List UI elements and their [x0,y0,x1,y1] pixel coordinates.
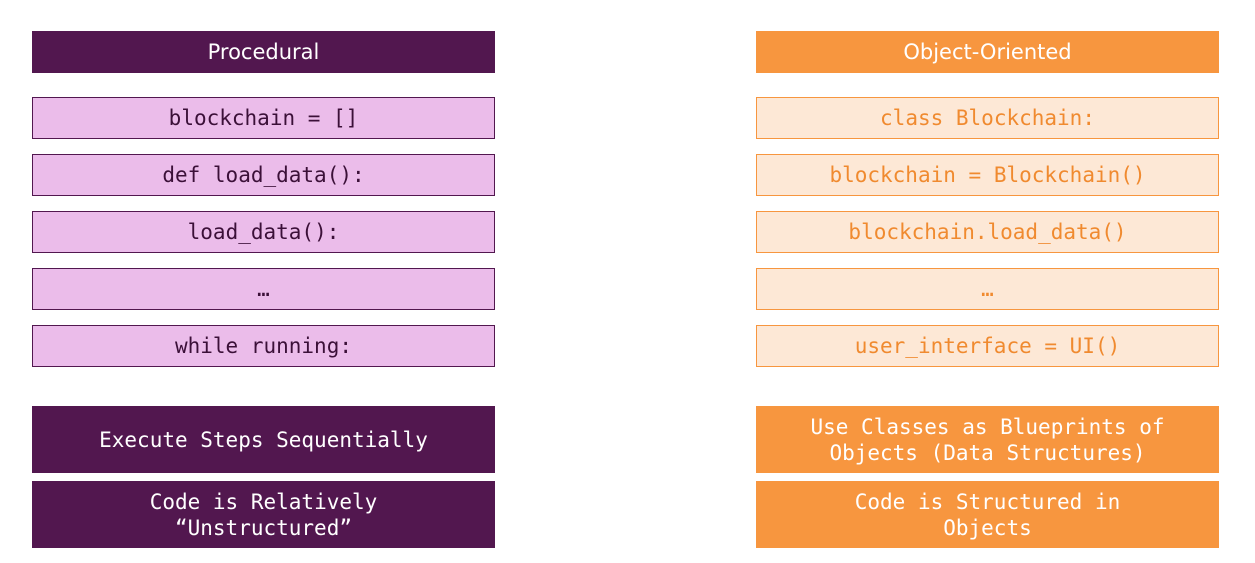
object-oriented-header: Object-Oriented [756,31,1219,73]
procedural-header: Procedural [32,31,495,73]
object-oriented-code-line: class Blockchain: [756,97,1219,139]
object-oriented-code-line: … [756,268,1219,310]
object-oriented-code-line: blockchain.load_data() [756,211,1219,253]
procedural-code-list: blockchain = [] def load_data(): load_da… [32,97,495,367]
procedural-code-line: def load_data(): [32,154,495,196]
object-oriented-code-list: class Blockchain: blockchain = Blockchai… [756,97,1219,367]
object-oriented-column: Object-Oriented class Blockchain: blockc… [756,31,1219,548]
procedural-code-line: while running: [32,325,495,367]
procedural-code-line: load_data(): [32,211,495,253]
object-oriented-code-line: user_interface = UI() [756,325,1219,367]
procedural-code-line: blockchain = [] [32,97,495,139]
procedural-code-line: … [32,268,495,310]
procedural-summary-list: Execute Steps Sequentially Code is Relat… [32,406,495,556]
procedural-summary: Code is Relatively“Unstructured” [32,481,495,548]
procedural-column: Procedural blockchain = [] def load_data… [32,31,495,548]
object-oriented-code-line: blockchain = Blockchain() [756,154,1219,196]
procedural-summary: Execute Steps Sequentially [32,406,495,473]
